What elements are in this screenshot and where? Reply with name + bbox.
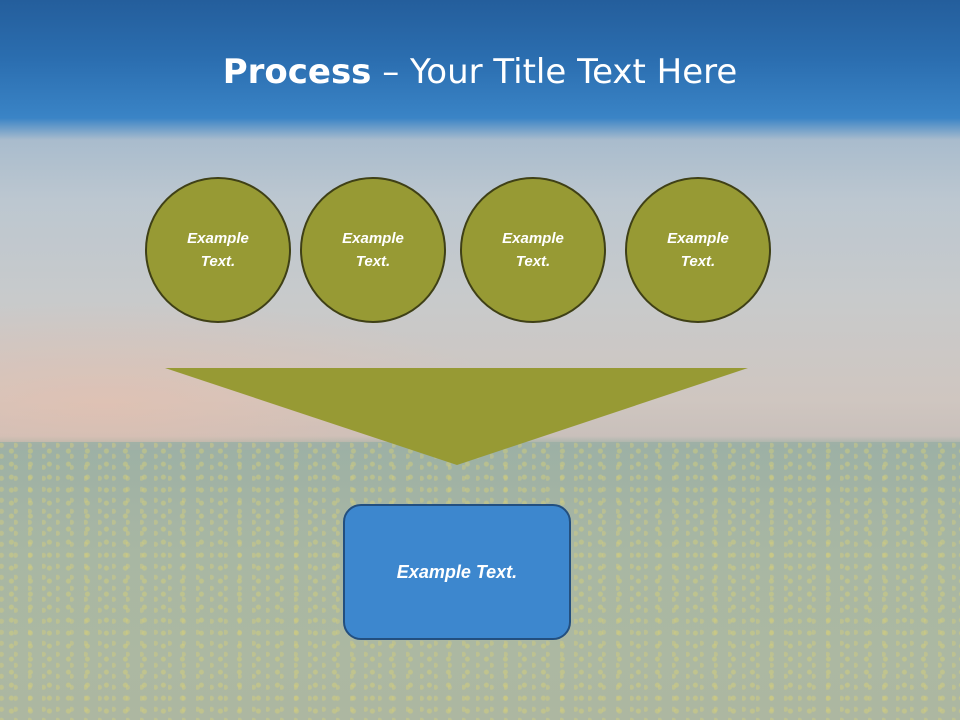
step-1-line-2: Text. (200, 253, 236, 270)
step-4-line-2: Text. (680, 253, 716, 270)
result-box: Example Text. (343, 504, 571, 640)
step-2-line-2: Text. (355, 253, 391, 270)
funnel-arrow (165, 368, 748, 465)
title-rest: – Your Title Text Here (371, 52, 738, 92)
step-4-line-1: Example (667, 230, 729, 247)
funnel-triangle (165, 368, 748, 465)
title-bold: Process (222, 52, 372, 92)
step-1-line-1: Example (187, 230, 249, 247)
step-3-line-2: Text. (515, 253, 551, 270)
step-3-line-1: Example (502, 230, 564, 247)
slide-title: Process – Your Title Text Here (0, 52, 960, 92)
result-label: Example Text. (396, 561, 518, 582)
step-2-line-1: Example (342, 230, 404, 247)
